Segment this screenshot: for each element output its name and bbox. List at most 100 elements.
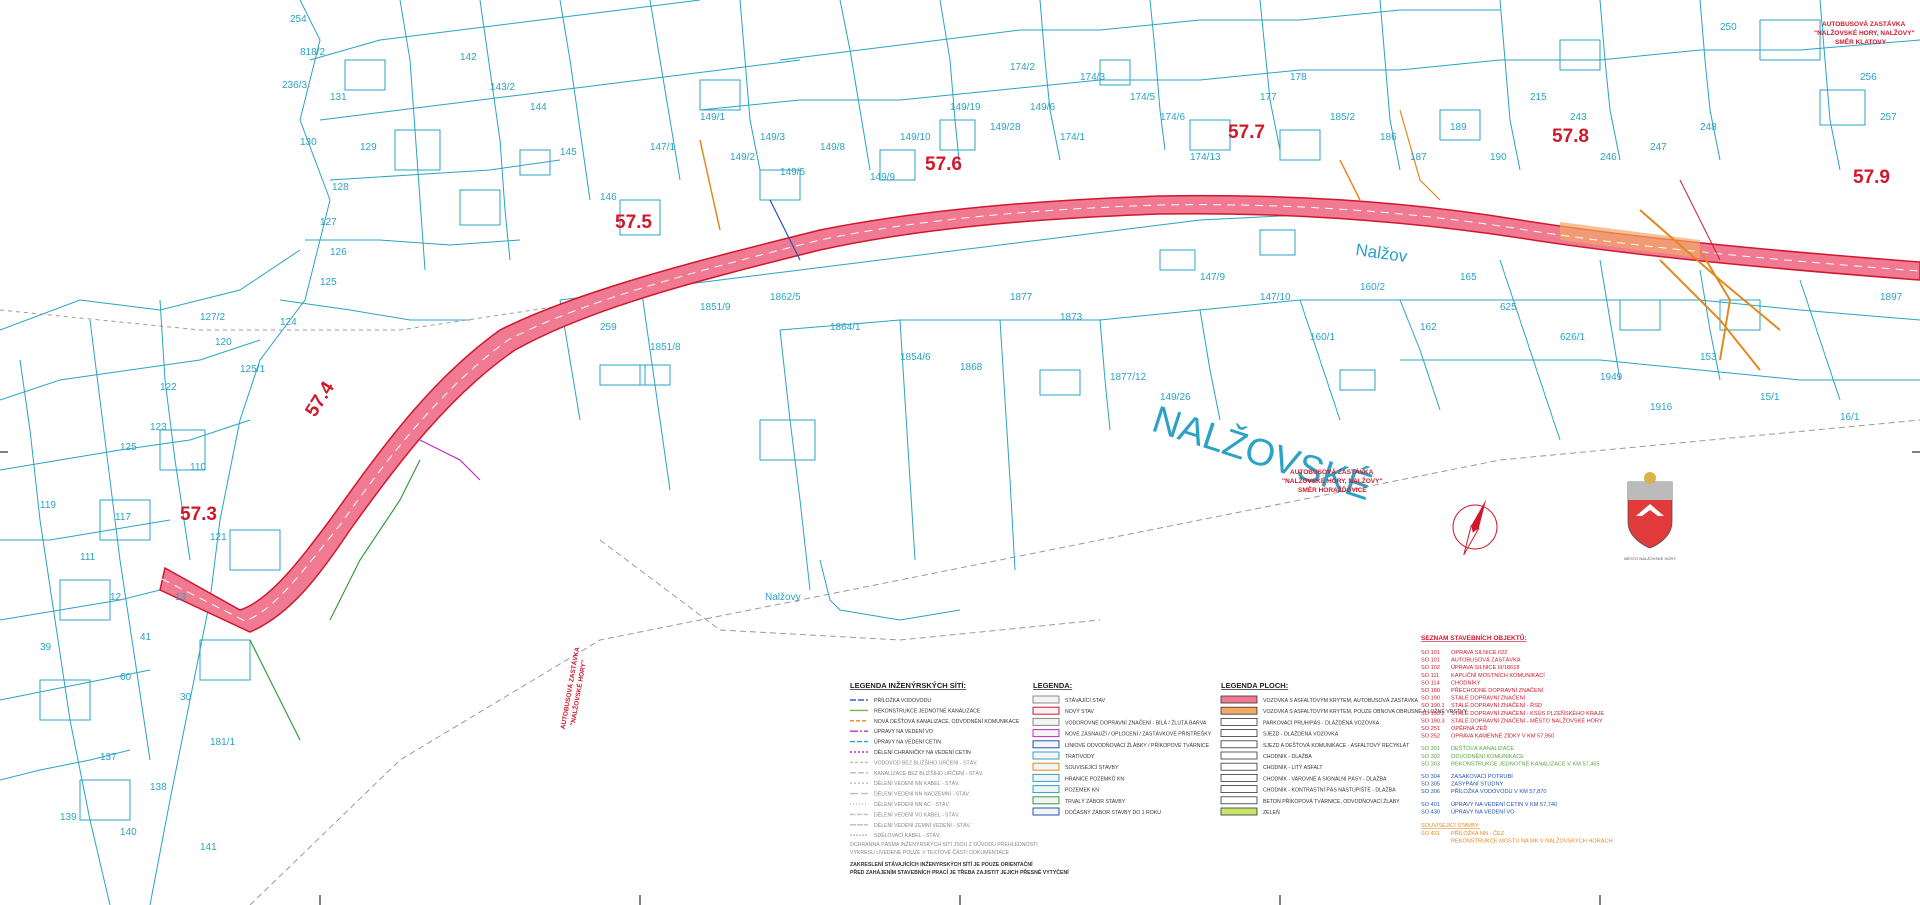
- legend-item-label: VODOVOD BEZ BLIŽŠÍHO URČENÍ - STÁV.: [874, 758, 978, 766]
- object-label: CHODNÍKY: [1451, 679, 1481, 686]
- legend-item-label: HRANICE POZEMKŮ KN: [1065, 775, 1124, 782]
- legend-item-label: NOVÉ ZÁSNAUŽÍ / OPLOCENÍ / ZASTÁVKOVÉ PŘ…: [1065, 730, 1212, 738]
- parcel-number: 13: [175, 592, 187, 603]
- object-code: SO 306: [1421, 789, 1440, 795]
- parcel-number: 147/9: [1200, 272, 1225, 283]
- bus-stop-annotation-left: AUTOBUSOVÁ ZASTÁVKA "NALŽOVSKÉ HORY": [558, 646, 588, 730]
- parcel-number: 131: [330, 92, 347, 103]
- legend-item-label: SOUVISEJÍCÍ STAVBY: [1065, 764, 1119, 771]
- object-label: ÚPRAVY NA VEDENÍ CETIN V KM 57,740: [1451, 801, 1557, 808]
- parcel-number: 1851/9: [700, 302, 731, 313]
- parcel-number: 129: [360, 142, 377, 153]
- object-label: DEŠŤOVÁ KANALIZACE: [1451, 744, 1514, 752]
- parcel-number: 126: [330, 247, 347, 258]
- svg-text:"NALŽOVSKÉ HORY, NALŽOVY": "NALŽOVSKÉ HORY, NALŽOVY": [1814, 28, 1915, 37]
- object-code: SO 114: [1421, 680, 1440, 686]
- legend-swatch: [1220, 807, 1258, 816]
- legend-note: ZAKRESLENÍ STÁVAJÍCÍCH INŽENÝRSKÝCH SÍTÍ…: [850, 860, 1033, 868]
- legend-item-label: SDĚLOVACÍ KABEL - STÁV.: [874, 831, 940, 839]
- parcel-number: 149/8: [820, 142, 845, 153]
- parcel-number: 41: [140, 632, 152, 643]
- parcel-number: 120: [215, 337, 232, 348]
- construction-lines: [249, 109, 1781, 741]
- parcel-number: 119: [40, 500, 56, 511]
- legend-note: VÝKRESU UVEDENÉ POUZE V TEXTOVÉ ČÁSTI DO…: [850, 849, 1010, 856]
- object-label: REKONSTRUKCE MOSTU NA MK V NALŽOVSKÝCH H…: [1451, 837, 1613, 845]
- parcel-number: 130: [300, 137, 317, 148]
- object-label: STÁLÉ DOPRAVNÍ ZNAČENÍ - MĚSTO NALŽOVSKÉ…: [1451, 716, 1603, 724]
- parcel-number: 141: [200, 842, 217, 853]
- km-marker: 57.9: [1853, 167, 1890, 188]
- village-label: Nalžovy: [765, 592, 801, 603]
- object-code: SO 180: [1421, 688, 1440, 694]
- object-code: SO 303: [1421, 761, 1440, 767]
- parcel-number: 121: [210, 532, 227, 543]
- parcel-number: 1868: [960, 362, 983, 373]
- km-marker: 57.6: [925, 154, 962, 175]
- parcel-number: 12: [110, 592, 122, 603]
- parcel-number: 139: [60, 812, 77, 823]
- parcel-number: 256: [1860, 72, 1877, 83]
- legend-swatch: [1032, 729, 1060, 738]
- parcel-number: 189: [1450, 122, 1467, 133]
- legend-item-label: ÚPRAVY NA VEDENÍ VO: [874, 728, 933, 735]
- km-markers: 57.3 57.4 57.5 57.6 57.7 57.8 57.9: [180, 122, 1890, 525]
- legend-item-label: DĚLENÍ CHRÁNIČKY NA VEDENÍ CETIN: [874, 748, 971, 756]
- legend-swatch: [1032, 695, 1060, 704]
- legend-swatch: [1220, 751, 1258, 760]
- parcel-number: 153: [1700, 352, 1717, 363]
- parcel-number: 127/2: [200, 312, 225, 323]
- legend-areas: LEGENDA PLOCH: VOZOVKA S ASFALTOVÝM KRYT…: [1220, 681, 1468, 816]
- parcel-number: 138: [150, 782, 167, 793]
- legend-item-label: DOČASNÝ ZÁBOR STAVBY DO 1 ROKU: [1065, 809, 1161, 816]
- parcel-number: 146: [600, 192, 617, 203]
- object-code: SO 190: [1421, 696, 1440, 702]
- object-code: SO 101: [1421, 650, 1440, 656]
- object-code: SO 304: [1421, 774, 1440, 780]
- svg-text:SMĚR HORAŽĎOVICE: SMĚR HORAŽĎOVICE: [1298, 485, 1367, 494]
- legend-item-label: DĚLENÍ VEDENÍ ZEMNÍ VEDENÍ - STÁV.: [874, 821, 971, 829]
- km-marker: 57.8: [1552, 126, 1589, 147]
- parcel-number: 186: [1380, 132, 1397, 143]
- legend-swatch: [1032, 717, 1060, 726]
- asphalt-overlay-area: [1560, 222, 1700, 258]
- legend-swatch: [1032, 773, 1060, 782]
- legend-swatch: [1032, 706, 1060, 715]
- parcel-number: 122: [160, 382, 177, 393]
- legend-swatch: [1220, 740, 1258, 749]
- parcel-number: 174/3: [1080, 72, 1105, 83]
- legend-swatch: [1220, 796, 1258, 805]
- parcel-number: 1897: [1880, 292, 1903, 303]
- parcel-number: 174/2: [1010, 62, 1035, 73]
- parcel-number: 160/2: [1360, 282, 1385, 293]
- parcel-number: 149/6: [1030, 102, 1055, 113]
- legend-item-label: REKONSTRUKCE JEDNOTNÉ KANALIZACE: [874, 707, 981, 714]
- parcel-number: 149/28: [990, 122, 1021, 133]
- object-label: STÁLÉ DOPRAVNÍ ZNAČENÍ: [1451, 695, 1526, 702]
- street-label: Nalžov: [1354, 240, 1409, 266]
- legend-swatch: [1220, 774, 1258, 782]
- legend-item-label: DĚLENÍ VEDENÍ NN KABEL - STÁV.: [874, 779, 960, 787]
- parcel-number: 246: [1600, 152, 1617, 163]
- svg-text:SMĚR KLATOVY: SMĚR KLATOVY: [1835, 37, 1887, 46]
- parcel-number: 128: [332, 182, 349, 193]
- parcel-number: 143/2: [490, 82, 515, 93]
- parcel-number: 123: [150, 422, 167, 433]
- parcel-number: 174/6: [1160, 112, 1185, 123]
- legend-item-label: ÚPRAVY NA VEDENÍ CETIN: [874, 739, 941, 746]
- parcel-number: 149/2: [730, 152, 755, 163]
- legend-swatch: [1032, 796, 1060, 805]
- parcel-number: 1949: [1600, 372, 1623, 383]
- legend-note: PŘED ZAHÁJENÍM STAVEBNÍCH PRACÍ JE TŘEBA…: [850, 868, 1069, 876]
- object-label: ZASYPÁNÍ STUDNY: [1451, 781, 1503, 788]
- svg-text:MĚSTO NALŽOVSKÉ HORY: MĚSTO NALŽOVSKÉ HORY: [1624, 556, 1676, 561]
- parcel-number: 142: [460, 52, 477, 63]
- legend-item-label: ZELEŇ: [1263, 809, 1280, 816]
- parcel-number: 254: [290, 14, 307, 25]
- parcel-number: 110: [190, 462, 206, 473]
- parcel-number: 15/1: [1760, 392, 1780, 403]
- legend-item-label: LINIOVÉ ODVODŇOVACÍ ŽLÁBKY / PŘÍKOPOVÉ T…: [1065, 741, 1210, 749]
- parcel-number: 257: [1880, 112, 1897, 123]
